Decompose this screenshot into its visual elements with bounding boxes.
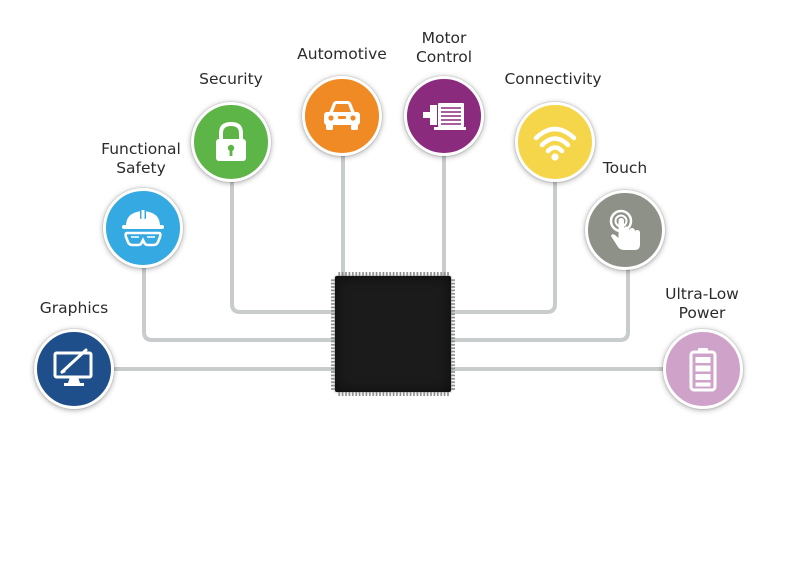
car-icon bbox=[324, 101, 360, 130]
wire-touch bbox=[447, 266, 630, 342]
microcontroller-chip bbox=[335, 276, 451, 392]
node-connectivity bbox=[515, 102, 595, 182]
node-motor-control bbox=[404, 76, 484, 156]
node-functional-safety bbox=[103, 188, 183, 268]
monitor-pen-icon bbox=[53, 348, 93, 386]
node-automotive bbox=[302, 76, 382, 156]
node-ultra-low-power bbox=[663, 329, 743, 409]
node-touch bbox=[585, 190, 665, 270]
label-functional-safety: Functional Safety bbox=[101, 140, 181, 177]
touch-finger-icon bbox=[609, 209, 640, 250]
motor-icon bbox=[423, 103, 466, 130]
label-ultra-low-power: Ultra-Low Power bbox=[665, 285, 739, 322]
hard-hat-goggles-icon bbox=[122, 209, 164, 247]
label-touch: Touch bbox=[602, 159, 648, 177]
label-security: Security bbox=[199, 70, 263, 88]
label-graphics: Graphics bbox=[39, 299, 109, 317]
battery-icon bbox=[689, 348, 717, 392]
wifi-icon bbox=[533, 126, 577, 161]
wire-connectivity bbox=[447, 178, 557, 314]
node-graphics bbox=[34, 329, 114, 409]
wire-functional-safety bbox=[142, 263, 339, 342]
node-security bbox=[191, 102, 271, 182]
label-connectivity: Connectivity bbox=[504, 70, 602, 88]
wire-security bbox=[230, 178, 339, 314]
chip-pins bbox=[331, 272, 455, 396]
padlock-icon bbox=[216, 121, 246, 161]
label-motor-control: Motor Control bbox=[415, 29, 473, 66]
label-automotive: Automotive bbox=[297, 45, 387, 63]
